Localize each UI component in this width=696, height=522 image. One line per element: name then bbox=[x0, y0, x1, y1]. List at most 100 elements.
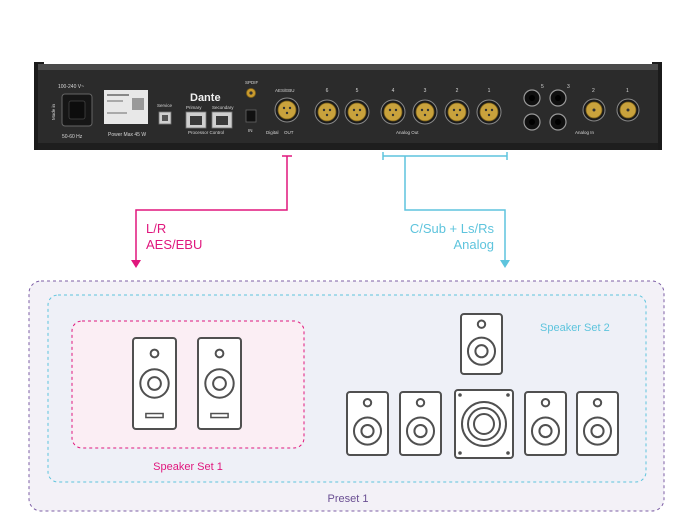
dante-logo: Dante bbox=[190, 92, 221, 104]
aes-ebu-xlr-body bbox=[277, 100, 297, 120]
analog-out-xlr-pin bbox=[484, 108, 488, 112]
digital-section-label: Digital bbox=[266, 130, 279, 135]
speaker-set-1-label: Speaker Set 1 bbox=[153, 461, 223, 473]
speaker-plate bbox=[210, 412, 229, 419]
digital-in-label: IN bbox=[248, 128, 253, 133]
speaker-center bbox=[460, 313, 503, 375]
left-connection-path bbox=[135, 156, 288, 262]
speaker-tweeter bbox=[214, 348, 225, 359]
analog-out-channel-label: 2 bbox=[456, 88, 459, 94]
optical-connector[interactable] bbox=[245, 109, 257, 123]
service-port-label: Service bbox=[157, 103, 173, 108]
analog-out-xlr-body bbox=[383, 102, 403, 122]
left-connection-line-2: AES/EBU bbox=[146, 237, 202, 252]
analog-out-xlr-3[interactable] bbox=[412, 99, 438, 125]
speaker-tweeter bbox=[476, 319, 487, 329]
speaker-cabinet bbox=[197, 337, 242, 430]
primary-port-label: Primary bbox=[186, 105, 202, 110]
speaker-surround-right-outer bbox=[576, 391, 619, 456]
analog-out-xlr-body bbox=[415, 102, 435, 122]
right-connection-line-2: Analog bbox=[454, 237, 494, 252]
analog-out-xlr-pin bbox=[490, 108, 494, 112]
left-connection-line-1: L/R bbox=[146, 221, 166, 236]
analog-in-channel-3: 3 bbox=[567, 84, 570, 90]
analog-out-xlr-pin bbox=[426, 108, 430, 112]
analog-out-label: Analog Out bbox=[396, 130, 419, 135]
secondary-port-label: Secondary bbox=[212, 105, 234, 110]
power-voltage-text: 100-240 V~ bbox=[58, 84, 84, 90]
speaker-subwoofer bbox=[454, 389, 514, 459]
aes-ebu-port-label: AES/EBU bbox=[275, 88, 295, 93]
analog-out-xlr-body bbox=[317, 102, 337, 122]
analog-in-channel-1: 1 bbox=[626, 88, 629, 94]
analog-out-xlr-6[interactable] bbox=[314, 99, 340, 125]
analog-out-xlr-body bbox=[447, 102, 467, 122]
speaker-woofer bbox=[405, 416, 436, 446]
connection-left-digital: L/R AES/EBU bbox=[131, 155, 292, 268]
analog-out-xlr-1[interactable] bbox=[476, 99, 502, 125]
subwoofer-screw bbox=[458, 393, 462, 397]
speaker-tweeter bbox=[149, 348, 160, 359]
analog-out-xlr-pin bbox=[391, 113, 395, 117]
analog-in-xlr-2[interactable] bbox=[582, 98, 606, 122]
analog-in-xlr-1-pin bbox=[626, 108, 630, 112]
analog-out-xlr-pin bbox=[394, 108, 398, 112]
analog-in-xlr-2-pin bbox=[592, 108, 596, 112]
spdif-coax-center bbox=[249, 91, 253, 95]
analog-out-xlr-pin bbox=[358, 108, 362, 112]
analog-out-channel-label: 5 bbox=[356, 88, 359, 94]
analog-in-trs-jacks bbox=[523, 89, 567, 131]
analog-out-xlr-4[interactable] bbox=[380, 99, 406, 125]
speaker-cabinet bbox=[132, 337, 177, 430]
analog-out-channel-label: 3 bbox=[424, 88, 427, 94]
analog-out-xlr-pin bbox=[458, 108, 462, 112]
analog-in-jack-2-hole bbox=[555, 95, 561, 101]
analog-out-xlr-pin bbox=[322, 108, 326, 112]
subwoofer-screw bbox=[506, 393, 510, 397]
aes-ebu-xlr-pin-1 bbox=[282, 106, 286, 110]
speakers bbox=[132, 313, 619, 459]
analog-out-channel-label: 6 bbox=[326, 88, 329, 94]
analog-out-xlr-pin bbox=[423, 113, 427, 117]
service-usb-port-inner bbox=[162, 115, 168, 121]
digital-out-label: OUT bbox=[284, 130, 294, 135]
speaker-woofer bbox=[582, 416, 613, 446]
connection-right-analog: C/Sub + Ls/Rs Analog bbox=[382, 152, 510, 268]
analog-in-jack-4-hole bbox=[555, 119, 561, 125]
analog-out-xlr-pin bbox=[352, 108, 356, 112]
analog-in-xlr-1[interactable] bbox=[616, 98, 640, 122]
analog-in-jack-1-hole bbox=[529, 95, 535, 101]
right-connection-line-1: C/Sub + Ls/Rs bbox=[410, 221, 495, 236]
speaker-woofer-cone bbox=[212, 376, 227, 391]
speaker-set-1-box bbox=[71, 320, 305, 449]
processor-control-label: Processor Control bbox=[188, 130, 224, 135]
analog-out-xlr-pin bbox=[452, 108, 456, 112]
power-max-text: Power Max 45 W bbox=[108, 132, 146, 138]
secondary-ethernet-slot bbox=[216, 116, 228, 125]
primary-ethernet-slot bbox=[190, 116, 202, 125]
ce-fcc-marks bbox=[132, 98, 144, 110]
analog-in-channel-2: 2 bbox=[592, 88, 595, 94]
serial-label-line-1 bbox=[107, 94, 129, 96]
subwoofer-cabinet bbox=[454, 389, 514, 459]
speaker-set-1-left bbox=[132, 337, 177, 430]
aes-ebu-xlr-connector[interactable] bbox=[274, 97, 300, 123]
right-connection-path bbox=[404, 156, 506, 262]
speaker-woofer bbox=[530, 416, 561, 446]
analog-out-xlr-pin bbox=[487, 113, 491, 117]
speaker-surround-left-inner bbox=[399, 391, 442, 456]
speaker-set-1-right bbox=[197, 337, 242, 430]
analog-out-xlr-pin bbox=[328, 108, 332, 112]
analog-out-channel-label: 1 bbox=[488, 88, 491, 94]
analog-out-xlr-5[interactable] bbox=[344, 99, 370, 125]
analog-out-xlr-2[interactable] bbox=[444, 99, 470, 125]
left-arrow-head bbox=[131, 260, 141, 268]
speaker-woofer-cone bbox=[360, 423, 375, 439]
speaker-woofer bbox=[139, 368, 170, 399]
subwoofer-surround bbox=[461, 401, 507, 447]
aes-ebu-xlr-pin-2 bbox=[288, 106, 292, 110]
serial-label-line-2 bbox=[107, 100, 123, 102]
analog-out-xlr-pin bbox=[455, 113, 459, 117]
analog-out-channel-label: 4 bbox=[392, 88, 395, 94]
